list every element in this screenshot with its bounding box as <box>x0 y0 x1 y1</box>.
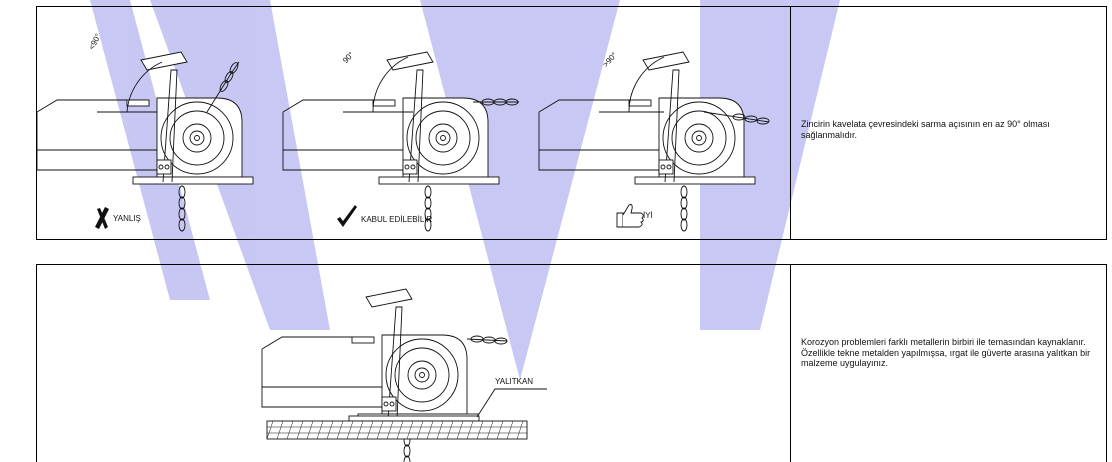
label-wrong: YANLIŞ <box>113 214 141 223</box>
check-mark-icon <box>337 205 357 227</box>
insulation-diagram <box>261 288 547 462</box>
winding-angle-diagrams <box>37 51 770 232</box>
corrosion-panel: YALITKAN Korozyon problemleri farklı met… <box>36 264 1107 462</box>
cross-mark-icon <box>95 207 109 229</box>
label-acceptable: KABUL EDİLEBİLİR <box>361 215 433 224</box>
insulator-label: YALITKAN <box>495 377 534 386</box>
winding-angle-description: Zincirin kavelata çevresindeki sarma açı… <box>801 119 1050 140</box>
label-good: İYİ <box>643 211 653 220</box>
corrosion-description: Korozyon problemleri farklı metallerin b… <box>801 337 1091 368</box>
winding-angle-panel: <90° 90° >90° YANLIŞ KABUL EDİLEBİLİR İY… <box>36 6 1107 240</box>
thumbs-up-icon <box>616 204 644 228</box>
